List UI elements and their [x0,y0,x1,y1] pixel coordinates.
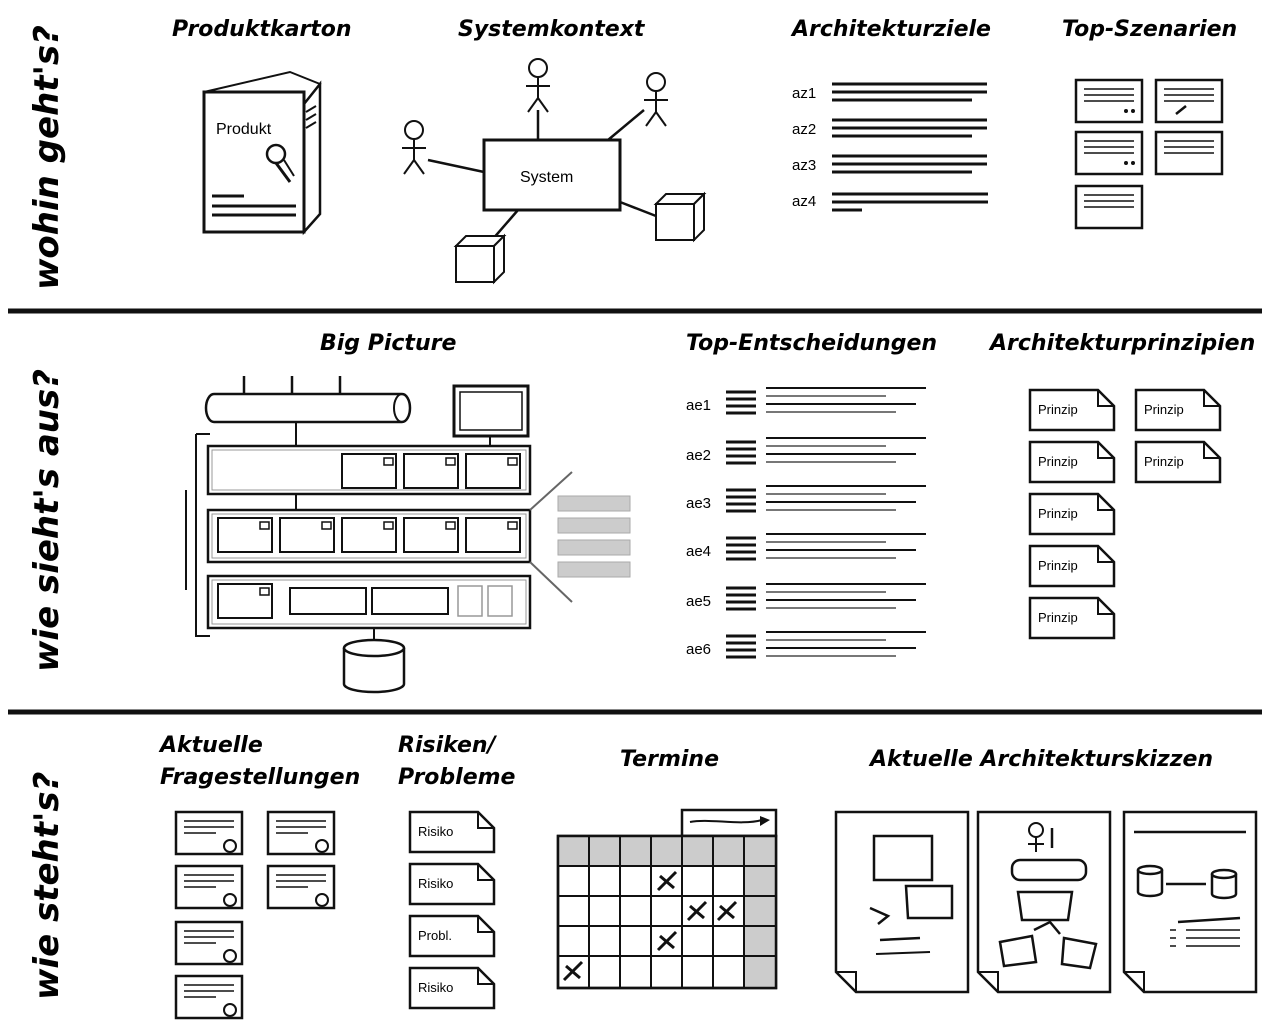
actor-icon [525,58,551,113]
decision-lines [724,630,928,659]
goal-label-az3: az3 [792,157,816,174]
cube-icon [455,235,505,283]
big-picture-title: Big Picture [320,331,456,356]
goal-lines [830,82,989,102]
decision-label-ae1: ae1 [686,397,711,414]
decision-lines [724,484,928,513]
decision-label-ae4: ae4 [686,543,711,560]
decision-label-ae6: ae6 [686,641,711,658]
top-szenarien-title: Top-Szenarien [1062,17,1237,42]
principle-label: Prinzip [1038,402,1078,417]
actor-icon [401,120,427,175]
question-card [174,920,244,966]
principle-label: Prinzip [1038,610,1078,625]
system-box [482,138,622,212]
row-label-wie-sieht: wie sieht's aus? [27,369,67,672]
question-card [266,864,336,910]
decision-label-ae5: ae5 [686,593,711,610]
risk-card-label: Risiko [418,876,453,891]
product-box: Produkt [202,70,322,236]
row-label-wie-steht: wie steht's? [27,772,67,1000]
sketch-pages [834,810,1258,994]
decision-lines [724,582,928,611]
principle-label: Prinzip [1038,506,1078,521]
goal-label-az4: az4 [792,193,816,210]
system-context-diagram: System [401,58,705,283]
fragestellungen-title-line2: Fragestellungen [160,765,360,790]
scenario-cards [1074,78,1224,230]
decision-label-ae2: ae2 [686,447,711,464]
architekturskizzen-title: Aktuelle Architekturskizzen [868,747,1213,772]
goal-lines [830,118,989,138]
cube-icon [655,193,705,241]
principle-label: Prinzip [1144,454,1184,469]
risiken-title-line1: Risiken/ [398,733,498,758]
principle-label: Prinzip [1038,558,1078,573]
principle-label: Prinzip [1144,402,1184,417]
goal-label-az1: az1 [792,85,816,102]
goal-lines [830,154,989,174]
question-card [174,864,244,910]
architekturziele-title: Architekturziele [790,17,991,42]
produktkarton-title: Produktkarton [172,17,352,42]
top-entscheidungen-title: Top-Entscheidungen [686,331,937,356]
calendar-grid [556,808,778,990]
big-picture-diagram [185,376,631,694]
decision-lines [724,436,928,465]
system-label: System [520,169,573,186]
question-card [174,974,244,1020]
monitor-icon [452,384,530,438]
decision-label-ae3: ae3 [686,495,711,512]
risk-card-label: Risiko [418,824,453,839]
question-card [266,810,336,856]
principle-label: Prinzip [1038,454,1078,469]
termine-title: Termine [620,747,719,772]
risk-card-label: Probl. [418,928,452,943]
question-card [174,810,244,856]
goal-label-az2: az2 [792,121,816,138]
decision-lines [724,532,928,561]
decision-lines [724,386,928,415]
architekturprinzipien-title: Architekturprinzipien [988,331,1255,356]
actor-icon [643,72,669,127]
systemkontext-title: Systemkontext [458,17,646,42]
row-label-wohin: wohin geht's? [27,25,67,290]
database-icon [342,648,406,694]
risiken-title-line2: Probleme [398,765,516,790]
award-icon [265,143,287,165]
product-box-label: Produkt [216,121,272,138]
risk-card-label: Risiko [418,980,453,995]
fragestellungen-title-line1: Aktuelle [158,733,263,758]
